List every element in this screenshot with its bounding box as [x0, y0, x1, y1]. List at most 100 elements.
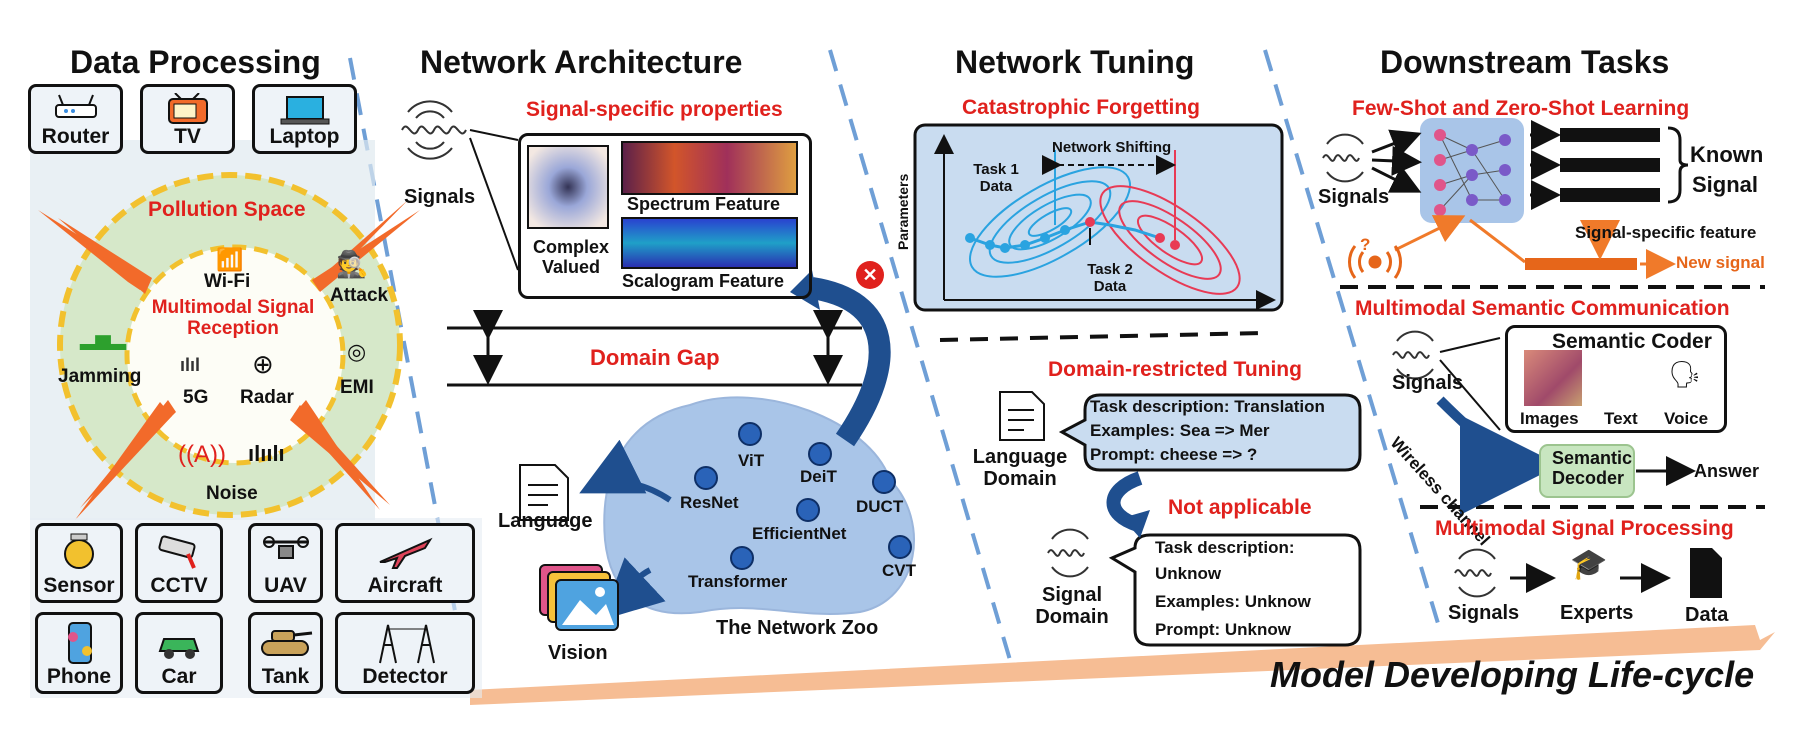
radar-icon: ⊕: [252, 349, 274, 379]
signal-line-2: Unknow: [1155, 564, 1222, 583]
laptop-icon: [277, 93, 333, 131]
domain-restricted-label: Domain-restricted Tuning: [1048, 358, 1302, 381]
airplane-icon: [375, 532, 435, 578]
prompt-line-3: Prompt: cheese => ?: [1090, 445, 1258, 464]
signal-processing-label: Multimodal Signal Processing: [1435, 517, 1734, 540]
complex-valued-label: Complex Valued: [532, 237, 610, 277]
voice-icon: 🗣: [1668, 359, 1702, 389]
tank-icon: [258, 621, 314, 671]
unknown-signal-icon: ?: [1360, 235, 1371, 254]
jamming-icon: ▂▅▂: [80, 328, 127, 350]
device-aircraft: Aircraft: [335, 523, 475, 603]
model-label-efficientnet: EfficientNet: [752, 524, 847, 543]
router-icon: [51, 93, 101, 129]
5g-label: 5G: [183, 387, 209, 408]
task2-label: Task 2 Data: [1087, 261, 1133, 295]
images-label: Images: [1520, 409, 1579, 428]
few-shot-label: Few-Shot and Zero-Shot Learning: [1352, 97, 1690, 120]
task1-label: Task 1 Data: [973, 161, 1019, 195]
model-node-transformer: [730, 546, 754, 570]
model-node-deit: [808, 442, 832, 466]
device-router: Router: [28, 84, 123, 154]
semantic-coder-label: Semantic Coder: [1552, 330, 1712, 353]
language-domain-label: Language Domain: [972, 446, 1068, 490]
signal-line-3: Examples: Unknow: [1155, 592, 1311, 611]
noise-wave-icon: ılıılı: [248, 441, 285, 466]
model-label-duct: DUCT: [856, 497, 904, 516]
section-title-network-tuning: Network Tuning: [955, 44, 1195, 80]
5g-icon: ılıl: [180, 355, 201, 375]
lena-image-thumbnail: [1524, 350, 1582, 406]
model-node-vit: [738, 422, 762, 446]
scalogram-feature-label: Scalogram Feature: [622, 271, 785, 291]
device-tank: Tank: [248, 612, 323, 694]
hacker-icon: 🕵: [336, 249, 369, 279]
phone-icon: [59, 621, 99, 671]
tv-icon: [163, 92, 213, 131]
device-car: Car: [135, 612, 223, 694]
device-laptop: Laptop: [252, 84, 357, 154]
model-node-cvt: [888, 535, 912, 559]
answer-label: Answer: [1694, 461, 1760, 481]
voice-label: Voice: [1664, 409, 1709, 428]
model-label-resnet: ResNet: [680, 493, 739, 512]
model-label-transformer: Transformer: [688, 572, 788, 591]
language-label: Language: [498, 510, 593, 532]
downstream-signals-label-2: Signals: [1392, 372, 1464, 394]
semantic-comm-label: Multimodal Semantic Communication: [1355, 297, 1730, 320]
catastrophic-forgetting-label: Catastrophic Forgetting: [962, 96, 1201, 119]
model-label-cvt: CVT: [882, 561, 916, 580]
device-detector: Detector: [335, 612, 475, 694]
new-signal-label: New signal: [1676, 253, 1765, 272]
device-cctv: CCTV: [135, 523, 223, 603]
signal-domain-label: Signal Domain: [1035, 584, 1109, 628]
lifecycle-label: Model Developing Life-cycle: [1270, 654, 1755, 695]
prompt-line-2: Examples: Sea => Mer: [1090, 421, 1270, 440]
radar-label: Radar: [240, 387, 294, 408]
model-node-resnet: [694, 466, 718, 490]
expert-icon: 🎓: [1570, 548, 1608, 581]
section-title-network-architecture: Network Architecture: [420, 44, 743, 80]
signal-props-box: [518, 133, 812, 299]
known-signal-label: Known Signal: [1690, 142, 1764, 197]
car-icon: [154, 621, 204, 671]
attack-label: Attack: [330, 285, 389, 306]
sensor-icon: [59, 532, 99, 578]
data-label: Data: [1685, 604, 1729, 626]
signal-props-label: Signal-specific properties: [526, 98, 783, 121]
spectrum-feature-label: Spectrum Feature: [627, 194, 781, 214]
device-phone: Phone: [35, 612, 123, 694]
prompt-line-1: Task description: Translation: [1090, 397, 1325, 416]
downstream-signals-label-3: Signals: [1448, 602, 1520, 624]
emi-label: EMI: [340, 377, 374, 398]
signals-label: Signals: [404, 186, 476, 208]
signal-line-1: Task description:: [1155, 538, 1295, 557]
model-label-vit: ViT: [738, 451, 765, 470]
section-title-data-processing: Data Processing: [70, 44, 321, 80]
network-zoo-title: The Network Zoo: [716, 617, 879, 639]
emi-icon: ◎: [347, 339, 367, 364]
experts-label: Experts: [1560, 602, 1634, 624]
network-zoo-blob: [603, 396, 915, 615]
section-title-downstream-tasks: Downstream Tasks: [1380, 44, 1670, 80]
downstream-signals-label-1: Signals: [1318, 186, 1390, 208]
network-shifting-label: Network Shifting: [1052, 139, 1172, 156]
signal-specific-feature-label: Signal-specific feature: [1575, 223, 1757, 242]
model-node-duct: [872, 470, 896, 494]
signal-line-4: Prompt: Unknow: [1155, 620, 1291, 639]
pollution-space-label: Pollution Space: [148, 198, 306, 221]
multimodal-reception-label: Multimodal Signal Reception: [151, 297, 315, 339]
tower-icon: [360, 621, 450, 671]
svg-text:✕: ✕: [862, 265, 877, 285]
drone-icon: [261, 532, 311, 578]
wifi-icon: 📶: [216, 247, 244, 272]
model-label-deit: DeiT: [800, 467, 837, 486]
lifecycle-arrow: [470, 625, 1775, 705]
parameters-axis-label: Parameters: [895, 173, 911, 250]
wifi-label: Wi-Fi: [204, 271, 251, 292]
jamming-label: Jamming: [58, 366, 142, 387]
not-applicable-label: Not applicable: [1168, 496, 1312, 519]
device-sensor: Sensor: [35, 523, 123, 603]
model-node-efficientnet: [796, 498, 820, 522]
